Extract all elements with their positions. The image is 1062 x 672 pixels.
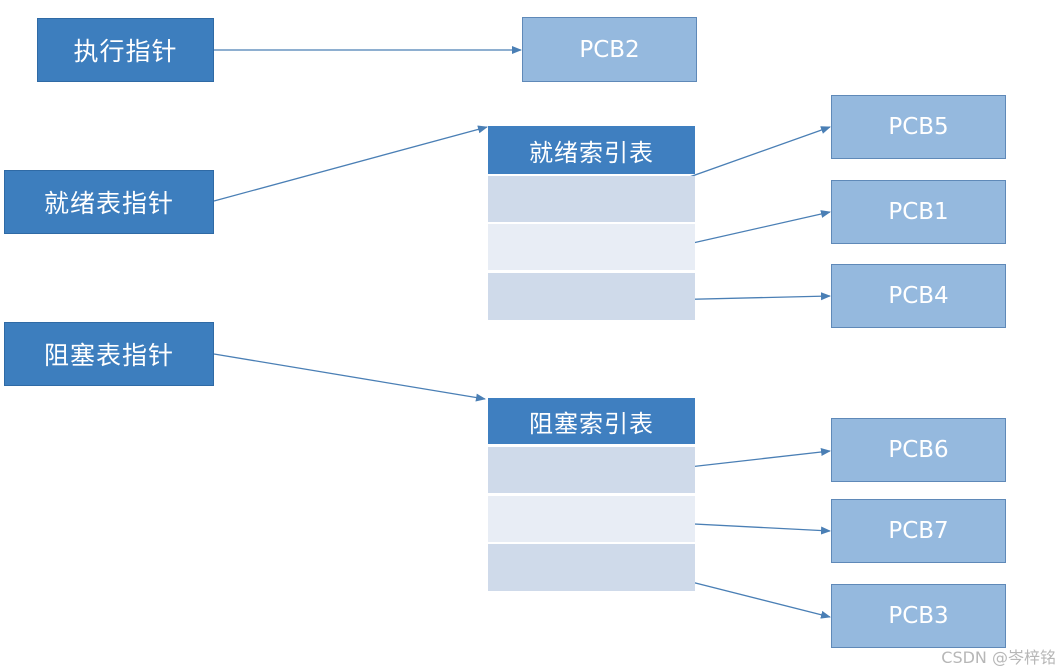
blocked-table-row-1 [488, 447, 695, 493]
pcb6-label: PCB6 [888, 437, 949, 463]
blocked-table-row-2 [488, 496, 695, 542]
blocked-table-row-3 [488, 544, 695, 591]
blocked-pointer-label: 阻塞表指针 [43, 341, 174, 370]
csdn-watermark: CSDN @岑梓铭 [941, 648, 1056, 667]
ready-table-row-3 [488, 273, 695, 320]
blocked-index-table-title-text: 阻塞索引表 [529, 409, 654, 438]
pcb5-label: PCB5 [888, 114, 949, 140]
ready-index-table-title: 就绪索引表 [488, 126, 695, 174]
pcb5-box: PCB5 [831, 95, 1006, 159]
ready-table-row-1 [488, 176, 695, 222]
pcb1-label: PCB1 [888, 199, 949, 225]
pcb2-label: PCB2 [579, 36, 640, 63]
pcb6-box: PCB6 [831, 418, 1006, 482]
pcb7-label: PCB7 [888, 518, 949, 544]
pcb3-box: PCB3 [831, 584, 1006, 648]
exec-pointer-box: 执行指针 [37, 18, 214, 82]
pcb1-box: PCB1 [831, 180, 1006, 244]
pcb4-label: PCB4 [888, 283, 949, 309]
pcb4-box: PCB4 [831, 264, 1006, 328]
ready-pointer-box: 就绪表指针 [4, 170, 214, 234]
ready-index-table-title-text: 就绪索引表 [529, 138, 654, 167]
pcb3-label: PCB3 [888, 603, 949, 629]
arrow-blocked-pointer-to-blocked-table [213, 353, 486, 402]
exec-pointer-label: 执行指针 [73, 37, 178, 66]
ready-pointer-label: 就绪表指针 [43, 189, 174, 218]
arrow-ready-pointer-to-ready-table [213, 125, 488, 202]
pcb7-box: PCB7 [831, 499, 1006, 563]
blocked-pointer-box: 阻塞表指针 [4, 322, 214, 386]
pcb2-box: PCB2 [522, 17, 697, 82]
ready-table-row-2 [488, 224, 695, 270]
blocked-index-table-title: 阻塞索引表 [488, 398, 695, 444]
